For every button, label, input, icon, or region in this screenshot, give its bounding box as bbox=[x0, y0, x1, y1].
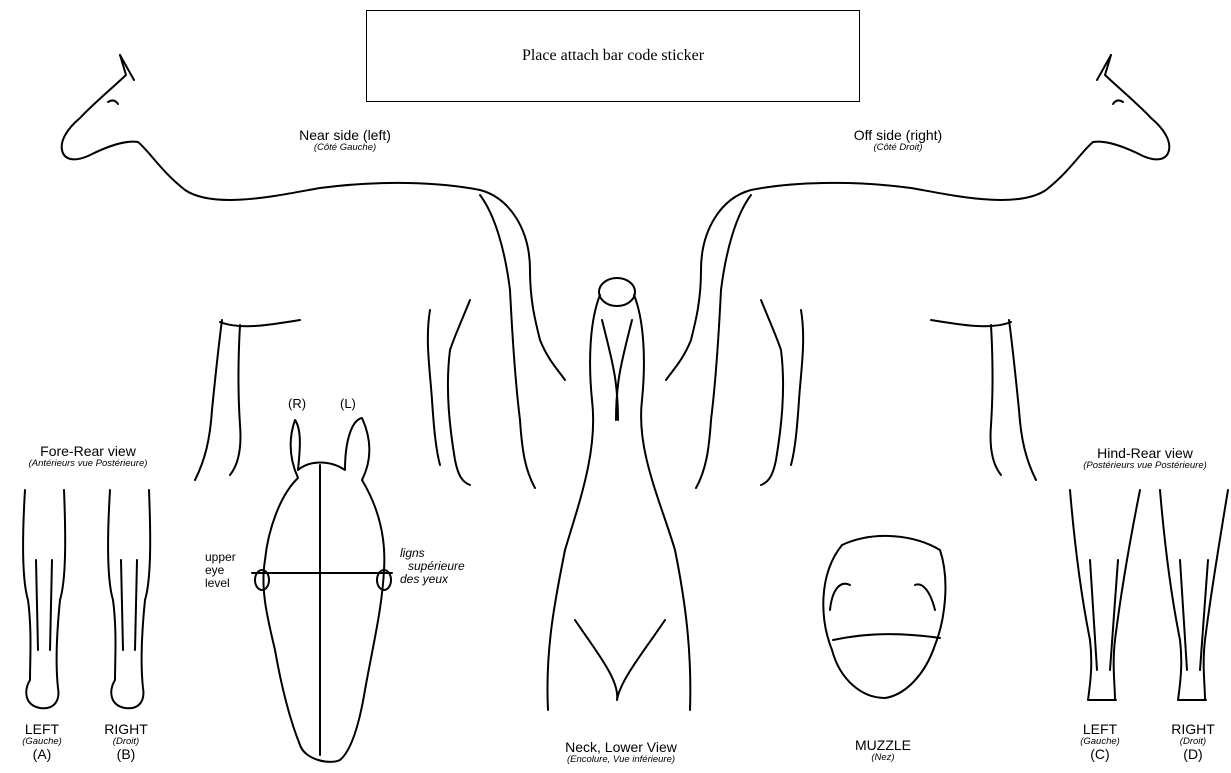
right-ear-label: (R) bbox=[288, 397, 306, 411]
fore-right-leg-outline bbox=[108, 490, 150, 708]
muzzle-title: MUZZLE bbox=[855, 738, 911, 753]
hind-left-label: LEFT (Gauche) (C) bbox=[1080, 722, 1120, 761]
hind-right-letter: (D) bbox=[1171, 747, 1215, 762]
hind-right-leg-outline bbox=[1160, 490, 1228, 700]
fore-rear-subtitle: (Antérieurs vue Postérieure) bbox=[29, 459, 148, 469]
fore-left-label: LEFT (Gauche) (A) bbox=[22, 722, 62, 761]
hind-left-letter: (C) bbox=[1080, 747, 1120, 762]
fore-left-leg-outline bbox=[23, 490, 65, 708]
eye-level-label-fr: ligns supérieure des yeux bbox=[400, 547, 465, 587]
fore-rear-heading: Fore-Rear view (Antérieurs vue Postérieu… bbox=[29, 444, 148, 469]
muzzle-outline bbox=[823, 536, 945, 698]
near-side-title: Near side (left) bbox=[299, 128, 391, 143]
fore-right-title: RIGHT bbox=[104, 722, 148, 737]
muzzle-label: MUZZLE (Nez) bbox=[855, 738, 911, 763]
muzzle-lip-line bbox=[833, 634, 940, 640]
neck-subtitle: (Encolure, Vue inférieure) bbox=[565, 755, 677, 765]
near-side-horse-body bbox=[62, 55, 565, 488]
fore-right-letter: (B) bbox=[104, 747, 148, 762]
muzzle-left-nostril bbox=[830, 584, 850, 610]
eye-level-line-3: level bbox=[205, 577, 236, 590]
muzzle-drawing bbox=[823, 536, 945, 698]
neck-label: Neck, Lower View (Encolure, Vue inférieu… bbox=[565, 740, 677, 765]
head-outline bbox=[263, 418, 384, 762]
near-side-label: Near side (left) (Côté Gauche) bbox=[299, 128, 391, 153]
hind-left-title: LEFT bbox=[1080, 722, 1120, 737]
muzzle-subtitle: (Nez) bbox=[855, 753, 911, 763]
off-side-label: Off side (right) (Côté Droit) bbox=[854, 128, 942, 153]
fore-rear-legs-drawing bbox=[23, 490, 150, 708]
hind-rear-subtitle: (Postérieurs vue Postérieure) bbox=[1083, 461, 1207, 471]
hind-rear-legs-drawing bbox=[1070, 490, 1228, 700]
off-side-subtitle: (Côté Droit) bbox=[854, 143, 942, 153]
fore-right-label: RIGHT (Droit) (B) bbox=[104, 722, 148, 761]
muzzle-right-nostril bbox=[915, 584, 935, 610]
head-front-drawing bbox=[252, 418, 392, 762]
off-side-horse-eye bbox=[1113, 100, 1123, 104]
near-side-horse-ear bbox=[120, 55, 134, 80]
off-side-title: Off side (right) bbox=[854, 128, 942, 143]
neck-outline bbox=[547, 295, 690, 710]
fore-left-letter: (A) bbox=[22, 747, 62, 762]
off-side-horse-drawing bbox=[666, 55, 1169, 488]
off-side-horse-ear bbox=[1097, 55, 1111, 80]
neck-top-cap bbox=[599, 278, 635, 306]
left-ear-label: (L) bbox=[340, 397, 356, 411]
near-side-horse-eye bbox=[108, 100, 118, 104]
off-side-horse-body bbox=[666, 55, 1169, 488]
eye-level-fr-line-3: des yeux bbox=[400, 573, 465, 586]
fore-left-title: LEFT bbox=[22, 722, 62, 737]
hind-left-leg-outline bbox=[1070, 490, 1140, 700]
eye-level-label: upper eye level bbox=[205, 551, 236, 591]
hind-rear-heading: Hind-Rear view (Postérieurs vue Postérie… bbox=[1083, 446, 1207, 471]
near-side-subtitle: (Côté Gauche) bbox=[299, 143, 391, 153]
barcode-sticker-text: Place attach bar code sticker bbox=[522, 47, 704, 65]
hind-right-label: RIGHT (Droit) (D) bbox=[1171, 722, 1215, 761]
barcode-sticker-box: Place attach bar code sticker bbox=[366, 10, 860, 102]
neck-title: Neck, Lower View bbox=[565, 740, 677, 755]
near-side-horse-drawing bbox=[62, 55, 565, 488]
hind-right-title: RIGHT bbox=[1171, 722, 1215, 737]
neck-lower-drawing bbox=[547, 278, 690, 710]
fore-rear-title: Fore-Rear view bbox=[29, 444, 148, 459]
hind-rear-title: Hind-Rear view bbox=[1083, 446, 1207, 461]
